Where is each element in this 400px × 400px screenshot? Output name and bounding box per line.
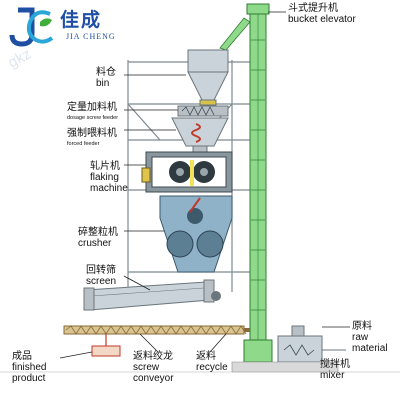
ground-base [0,361,400,373]
bucket-elevator-en: bucket elevator [288,13,356,25]
forced-feeder-cn: 强制喂料机 [67,128,117,139]
bin-en: bin [96,77,110,89]
screw-conveyor-en1: screw [133,361,160,373]
bucket-elevator-cn: 斗式提升机 [288,3,338,14]
raw-material-en2: material [352,342,388,354]
bucket-elevator [219,3,273,363]
forced-feeder-label: 强制喂料机 forced feeder [67,128,117,148]
raw-material-en1: raw [352,331,369,343]
logo-chinese: 佳成 [60,9,103,31]
bin-label: 料仓 bin [96,67,116,90]
screen-cn: 回转筛 [86,265,116,276]
screen-en: screen [86,275,117,287]
flaking-machine-en1: flaking [90,171,119,183]
finished-product-en1: finished [12,361,47,373]
raw-material-label: 原料 raw material [352,321,388,354]
raw-material-cn: 原料 [352,321,372,332]
screw-conveyor [63,325,250,335]
crusher [159,195,233,273]
finished-product-en2: product [12,372,46,384]
crusher-en: crusher [78,237,112,249]
screw-conveyor-cn: 返料绞龙 [133,351,173,362]
finished-product-tray [91,334,121,357]
leader-lines [59,11,350,359]
flaking-machine-label: 轧片机 flaking machine [90,161,128,194]
mixer-label: 搅拌机 mixer [320,359,350,382]
screen-label: 回转筛 screen [86,265,117,288]
mixer-en: mixer [320,369,345,381]
forced-feeder-en: forced feeder [67,140,100,147]
screw-conveyor-label: 返料绞龙 screw conveyor [133,351,174,384]
dosage-feeder-label: 定量加料机 dosage screw feeder [67,102,119,122]
elevator-buckets [251,39,265,311]
logo-english: JIA CHENG [66,32,116,41]
recycle-cn: 返料 [196,351,216,362]
recycle-label: 返料 recycle [196,351,228,374]
mixer [277,325,346,363]
jiacheng-logo [8,5,54,47]
recycle-en: recycle [196,361,228,373]
flaking-machine-cn: 轧片机 [90,161,120,172]
bin [187,49,229,106]
bin-cn: 料仓 [96,67,116,78]
dosage-feeder-cn: 定量加料机 [67,102,117,113]
flaking-machine [141,151,233,193]
crusher-cn: 碎整粒机 [78,227,118,238]
forced-feeder [171,117,229,153]
bucket-elevator-label: 斗式提升机 bucket elevator [288,3,356,26]
rotary-screen [83,279,221,311]
finished-product-label: 成品 finished product [12,351,47,384]
mixer-cn: 搅拌机 [320,359,350,370]
dosage-feeder-en: dosage screw feeder [67,114,119,121]
finished-product-cn: 成品 [12,351,32,362]
dosage-screw-feeder [177,105,229,117]
screw-conveyor-en2: conveyor [133,372,174,384]
flaking-machine-en2: machine [90,182,128,194]
crusher-label: 碎整粒机 crusher [78,227,118,250]
